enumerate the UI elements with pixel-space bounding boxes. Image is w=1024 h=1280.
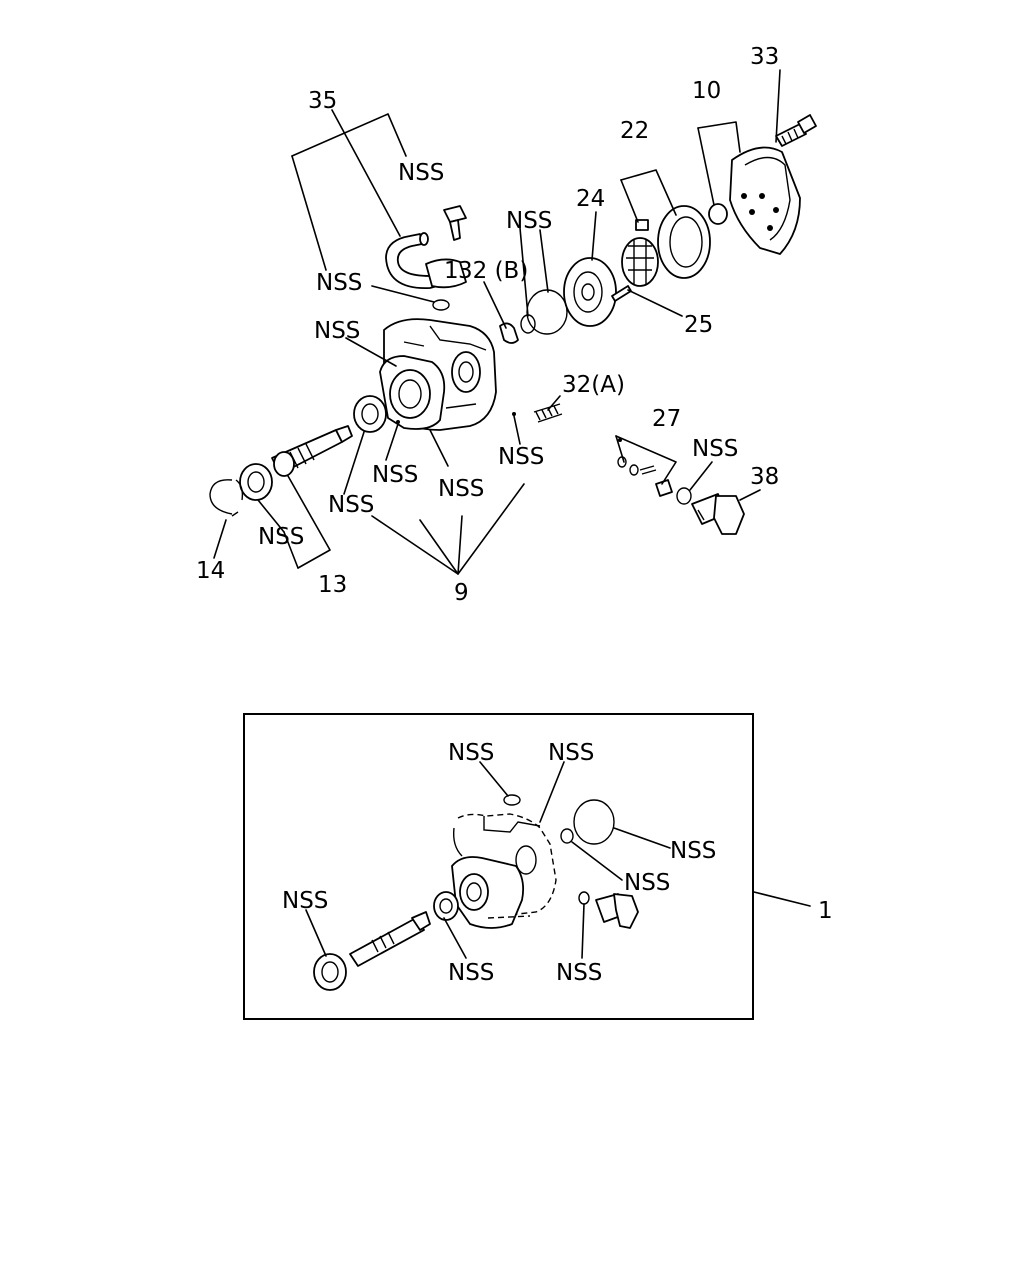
label-35: 35 [308, 88, 337, 114]
label-nss-bearing: NSS [258, 524, 304, 550]
label-nss-35: NSS [398, 160, 444, 186]
label-1-prefix: 1 [444, 258, 459, 284]
snap-ring-14-drawing [209, 479, 244, 517]
label-27: 27 [652, 406, 681, 432]
valve-27-drawing [617, 438, 673, 497]
label-32a: 32(A) [562, 372, 625, 398]
label-nss-38: NSS [692, 436, 738, 462]
label-nss-seal: NSS [328, 492, 374, 518]
label-10: 10 [692, 78, 721, 104]
label-nss-top-left: NSS [448, 740, 494, 766]
bearing-drawing [239, 463, 273, 501]
shaft-13-drawing [271, 425, 353, 477]
label-32b: 32 (B) [458, 258, 528, 284]
label-nss-plug: NSS [498, 444, 544, 470]
label-1: 1 [818, 898, 833, 924]
spring-32a-drawing [533, 403, 563, 423]
assembly-1-box [243, 713, 754, 1020]
label-nss-orings: NSS [506, 208, 552, 234]
label-nss-pin: NSS [372, 462, 418, 488]
cam-ring-22-drawing [621, 205, 711, 287]
pressure-plate-24-drawing [563, 257, 632, 327]
connector-38-drawing [676, 487, 745, 535]
cover-plate-10-drawing [708, 146, 801, 255]
label-38: 38 [750, 464, 779, 490]
label-nss-top-right: NSS [548, 740, 594, 766]
label-nss-gasket: NSS [316, 270, 362, 296]
label-nss-body: NSS [314, 318, 360, 344]
o-rings-drawing [499, 289, 568, 344]
label-33: 33 [750, 44, 779, 70]
label-nss-oring-large: NSS [670, 838, 716, 864]
leader-lines-lower [305, 761, 811, 959]
label-nss-oring-small: NSS [624, 870, 670, 896]
leader-lines-upper [213, 69, 781, 575]
label-24: 24 [576, 186, 605, 212]
label-nss-left-seal: NSS [282, 888, 328, 914]
label-25: 25 [684, 312, 713, 338]
label-13: 13 [318, 572, 347, 598]
pump-body-9-drawing [379, 318, 497, 431]
hose-fitting-35-drawing [385, 205, 467, 311]
bolt-33-drawing [775, 114, 817, 147]
seal-drawing [353, 395, 516, 433]
label-nss-bottom-mid: NSS [448, 960, 494, 986]
pump-assembly-1-drawing [313, 794, 639, 991]
label-14: 14 [196, 558, 225, 584]
label-22: 22 [620, 118, 649, 144]
label-9: 9 [454, 580, 469, 606]
label-nss-bush: NSS [438, 476, 484, 502]
label-nss-bottom-right: NSS [556, 960, 602, 986]
